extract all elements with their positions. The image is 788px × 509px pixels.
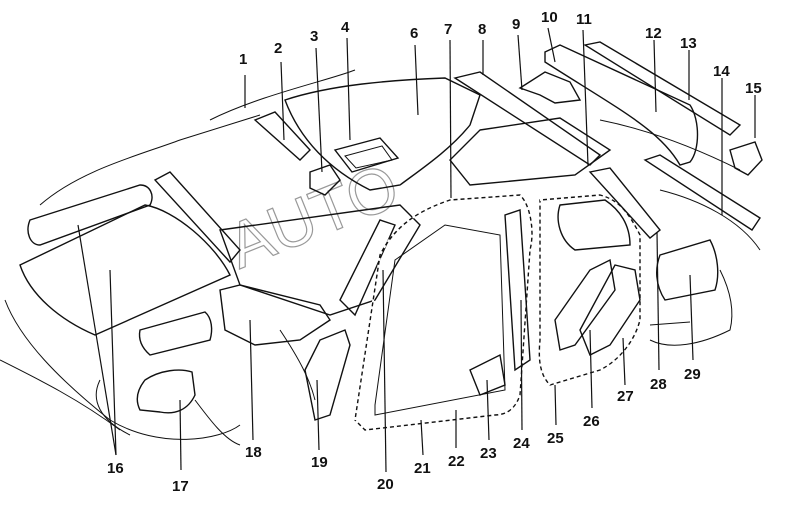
callout-14: 14	[713, 63, 730, 80]
c-pillar-trim	[557, 199, 631, 251]
callout-19: 19	[311, 454, 328, 471]
lower-bonnet-pad	[138, 311, 213, 356]
seat-bracket	[309, 164, 341, 196]
sun-visor-pad	[253, 111, 311, 161]
callout-7: 7	[444, 21, 452, 38]
callout-3: 3	[310, 28, 318, 45]
b-pillar-lower-trim	[469, 353, 506, 396]
callout-29: 29	[684, 366, 701, 383]
callout-13: 13	[680, 35, 697, 52]
rear-door-seal	[538, 194, 641, 386]
parcel-shelf-tray	[333, 137, 400, 173]
c-pillar-strip	[588, 167, 661, 239]
rear-floor-mesh	[449, 117, 612, 186]
rear-wheelarch-trim	[554, 258, 616, 351]
bonnet-insulation-strip	[27, 184, 153, 246]
callout-17: 17	[172, 478, 189, 495]
callout-6: 6	[410, 25, 418, 42]
callout-2: 2	[274, 40, 282, 57]
retaining-clip	[729, 141, 763, 176]
hinge-bracket	[518, 71, 582, 104]
callout-numbers: 1 2 3 4 6 7 8 9 10 11 12 13 14 15 16 17 …	[107, 9, 762, 495]
callout-1: 1	[239, 51, 247, 68]
callout-27: 27	[617, 388, 634, 405]
wheel-arch-pad	[136, 369, 196, 414]
trim-strip-long	[583, 41, 742, 136]
bonnet-frame-rail	[153, 171, 241, 264]
b-pillar-trim	[504, 209, 531, 372]
windshield-pillar	[339, 219, 396, 317]
a-pillar-trim	[304, 329, 351, 421]
callout-18: 18	[245, 444, 262, 461]
callout-22: 22	[448, 453, 465, 470]
sill-strip	[643, 154, 761, 231]
firewall-insulation	[219, 284, 331, 346]
bonnet-insulation-pad	[19, 204, 231, 336]
callout-21: 21	[414, 460, 431, 477]
watermark-text: AUTO	[218, 149, 409, 282]
upper-rail	[544, 44, 699, 166]
callout-10: 10	[541, 9, 558, 26]
callout-12: 12	[645, 25, 662, 42]
callout-26: 26	[583, 413, 600, 430]
callout-28: 28	[650, 376, 667, 393]
luggage-side-pad	[656, 239, 719, 301]
callout-20: 20	[377, 476, 394, 493]
front-floor-mesh	[219, 204, 421, 316]
callout-11: 11	[576, 11, 592, 28]
callout-8: 8	[478, 21, 486, 38]
door-floor-mesh	[374, 224, 506, 416]
leader-lines	[77, 27, 756, 473]
callout-25: 25	[547, 430, 564, 447]
callout-9: 9	[512, 16, 520, 33]
rear-quarter-trim	[579, 264, 641, 356]
callout-16: 16	[107, 460, 124, 477]
rear-package-strip	[453, 71, 602, 166]
callout-23: 23	[480, 445, 497, 462]
callout-15: 15	[745, 80, 762, 97]
callout-24: 24	[513, 435, 530, 452]
callout-4: 4	[341, 19, 350, 36]
